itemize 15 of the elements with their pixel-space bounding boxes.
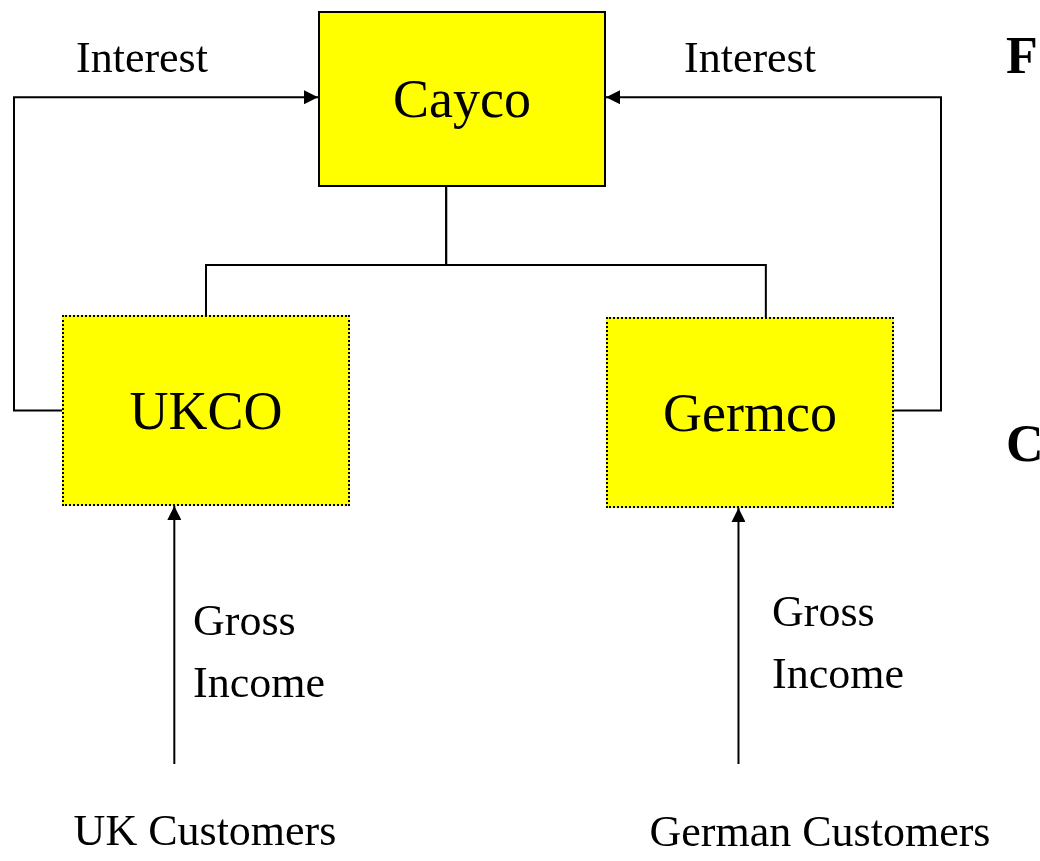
arrow [605,90,942,412]
entity-box [606,317,894,508]
connector-line [445,186,767,318]
entity-name: Germco [663,381,837,444]
node-label: UK Customers [73,804,337,856]
arrow [731,507,746,765]
arrow [167,505,182,765]
heading-text: F [1006,26,1038,85]
entity-name: Cayco [393,68,531,130]
entity-box [318,11,606,187]
heading-text: C [1006,414,1040,473]
entity-name: UKCO [129,379,283,442]
arrow [13,90,319,412]
node-label: German Customers [649,805,991,857]
entity-box [62,315,350,506]
